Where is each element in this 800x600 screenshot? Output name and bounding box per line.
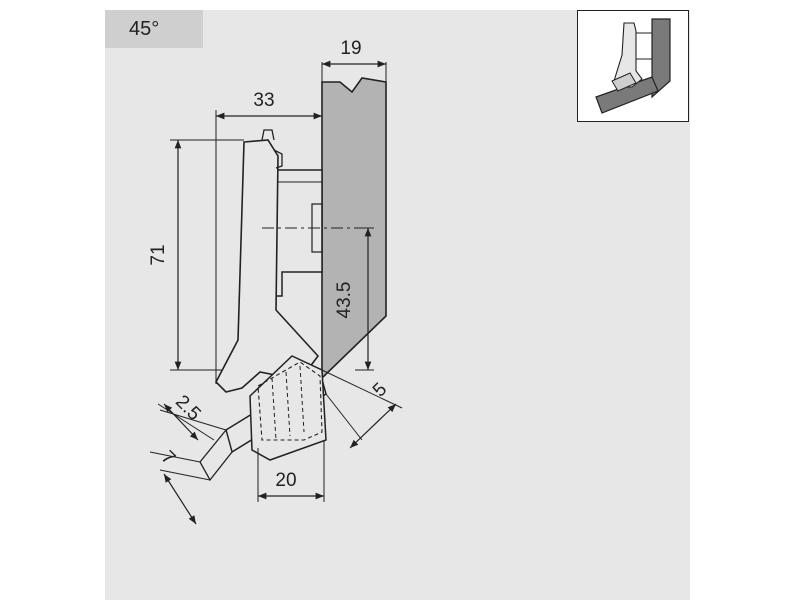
label-71: 71	[148, 244, 169, 265]
dimension-33: 33	[215, 90, 323, 384]
dimension-71: 71	[148, 139, 244, 371]
label-33: 33	[253, 90, 274, 111]
thumbnail-drawing	[595, 18, 671, 114]
dimension-5: 5	[321, 369, 403, 449]
dimension-43-5: 43.5	[334, 227, 374, 371]
label-20: 20	[275, 470, 296, 491]
label-2-5: 2.5	[171, 391, 205, 425]
thumbnail-preview	[577, 10, 689, 122]
mounting-plate	[271, 169, 323, 297]
angle-tab: 45°	[105, 10, 203, 48]
dimension-2-5: 2.5	[157, 391, 227, 441]
label-5: 5	[369, 379, 391, 401]
label-43-5: 43.5	[334, 282, 355, 319]
angle-label: 45°	[129, 17, 160, 40]
dimension-20: 20	[257, 440, 325, 502]
dimension-7: 7	[149, 447, 211, 525]
label-7: 7	[157, 447, 179, 469]
dimension-19: 19	[321, 38, 387, 82]
label-19: 19	[340, 38, 361, 59]
